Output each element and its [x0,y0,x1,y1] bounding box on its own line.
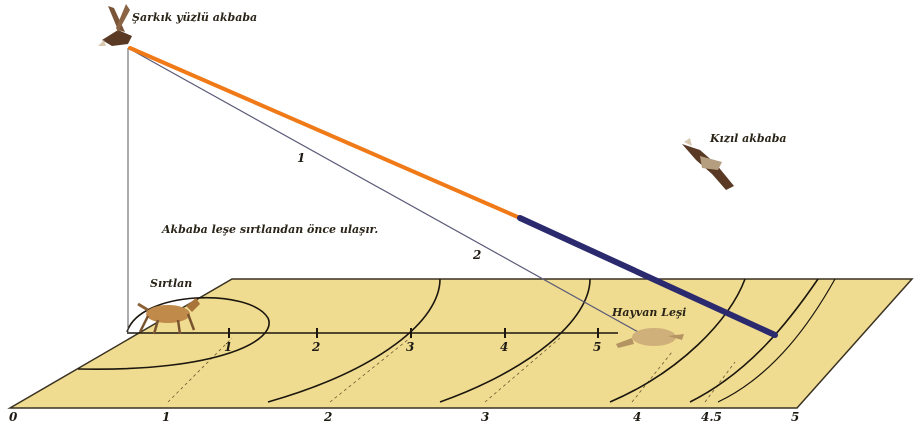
flight-path-orange [128,46,522,220]
scale-label-2: 2 [324,410,333,424]
scale-label-4: 4 [633,410,642,424]
track-ticks [228,328,599,338]
line-marker-2: 2 [473,248,482,262]
track-marker-4: 4 [500,340,509,354]
scale-label-4-5: 4.5 [701,410,722,424]
track-marker-1: 1 [224,340,233,354]
distance-arcs [77,278,836,403]
scale-label-0: 0 [9,410,18,424]
caption-text: Akbaba leşe sırtlandan önce ulaşır. [162,223,379,236]
scale-label-5: 5 [791,410,800,424]
scale-label-1: 1 [162,410,171,424]
flight-path-dark [517,215,778,338]
vulture-top-label: Şarkık yüzlü akbaba [132,11,258,24]
vulture-top-icon [98,4,132,46]
ground-plane [7,278,914,409]
vulture-right-label: Kızıl akbaba [710,132,787,145]
jackal-icon [137,298,200,335]
vulture-right-icon [682,138,734,190]
track-marker-3: 3 [406,340,415,354]
carcass-label: Hayvan Leşi [612,306,687,319]
ground-dashed-lines [167,337,736,403]
line-marker-1: 1 [297,151,306,165]
scale-label-3: 3 [481,410,490,424]
track-marker-2: 2 [312,340,321,354]
carcass-icon [616,328,684,348]
jackal-label: Sırtlan [150,277,193,290]
track-marker-5: 5 [593,340,602,354]
sight-line [127,47,641,334]
